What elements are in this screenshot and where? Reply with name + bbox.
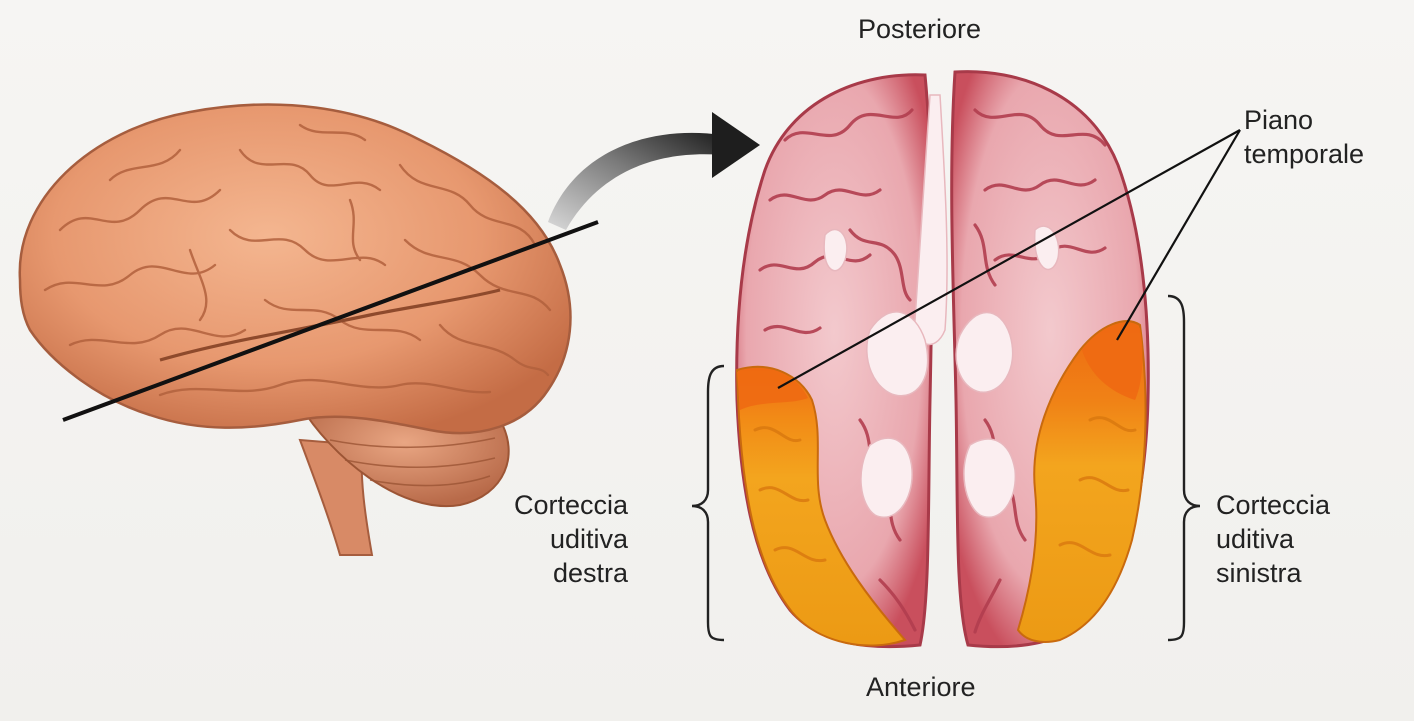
- label-left-auditory-cortex: Corteccia uditiva sinistra: [1216, 488, 1330, 590]
- cerebrum: [20, 105, 571, 434]
- axial-slice: [737, 72, 1240, 647]
- brace-left-cortex: [1168, 296, 1200, 640]
- label-anterior-text: Anteriore: [866, 670, 976, 704]
- label-anterior: Anteriore: [866, 670, 976, 704]
- label-temporal-plane-line-1: Piano: [1244, 103, 1364, 137]
- curved-arrow: [548, 112, 760, 230]
- lateral-brain: [20, 105, 598, 555]
- label-left-cortex-line-3: sinistra: [1216, 556, 1330, 590]
- label-posterior-text: Posteriore: [858, 12, 981, 46]
- label-left-cortex-line-2: uditiva: [1216, 522, 1330, 556]
- label-right-auditory-cortex: Corteccia uditiva destra: [514, 488, 628, 590]
- label-temporal-plane: Piano temporale: [1244, 103, 1364, 171]
- label-left-cortex-line-1: Corteccia: [1216, 488, 1330, 522]
- label-temporal-plane-line-2: temporale: [1244, 137, 1364, 171]
- label-posterior: Posteriore: [858, 12, 981, 46]
- label-right-cortex-line-2: uditiva: [514, 522, 628, 556]
- label-right-cortex-line-3: destra: [514, 556, 628, 590]
- label-right-cortex-line-1: Corteccia: [514, 488, 628, 522]
- brace-right-cortex: [692, 366, 724, 640]
